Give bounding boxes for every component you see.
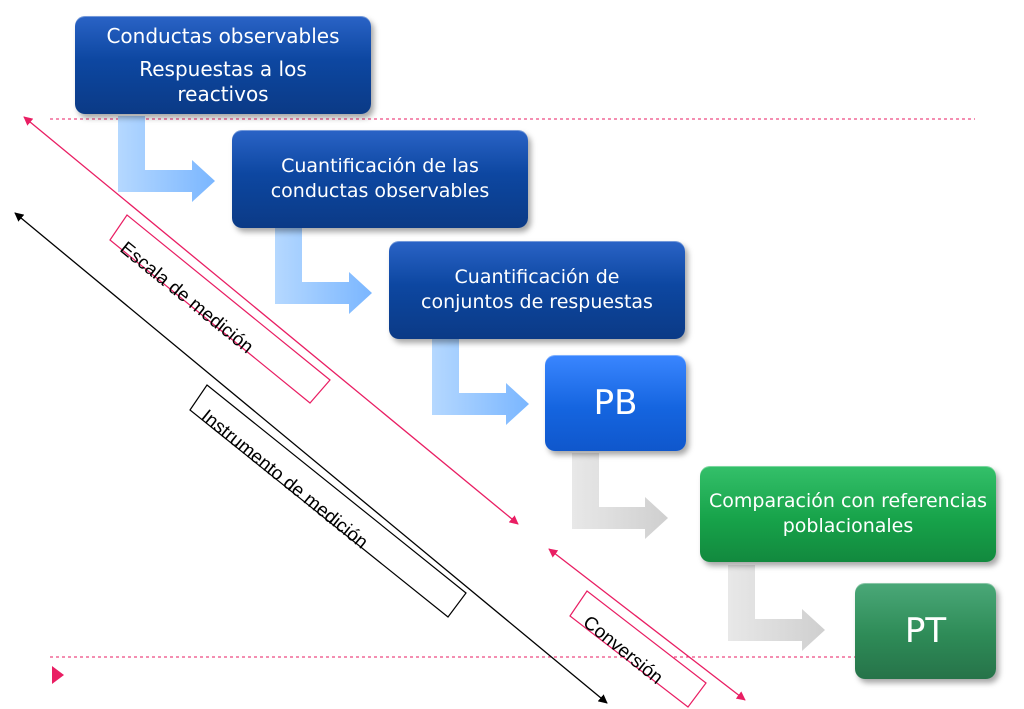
slide-marker-icon bbox=[52, 666, 64, 684]
flow-arrow-3 bbox=[432, 339, 529, 425]
response-set-quantification-box: Cuantificación de conjuntos de respuesta… bbox=[389, 241, 685, 339]
behavior-quantification-box: Cuantificación de las conductas observab… bbox=[232, 130, 528, 228]
flow-arrow-4 bbox=[572, 453, 668, 539]
instrument-label-frame bbox=[189, 384, 467, 618]
box-text: PB bbox=[593, 383, 638, 423]
box-text: PT bbox=[904, 611, 947, 651]
box-line-2: Respuestas a los reactivos bbox=[139, 56, 307, 106]
flow-arrow-5 bbox=[728, 565, 825, 651]
population-reference-box: Comparación con referencias poblacionale… bbox=[700, 466, 996, 562]
box-text: Comparación con referencias poblacionale… bbox=[709, 490, 987, 537]
flow-arrow-1 bbox=[118, 116, 215, 202]
box-text: Cuantificación de las conductas observab… bbox=[270, 155, 490, 202]
conversion-arrow bbox=[548, 548, 746, 701]
instrument-arrow bbox=[14, 212, 608, 704]
flow-arrow-2 bbox=[275, 228, 372, 314]
pt-box: PT bbox=[855, 583, 996, 679]
box-text: Cuantificación de conjuntos de respuesta… bbox=[421, 266, 653, 313]
box-line-1: Conductas observables bbox=[106, 23, 340, 48]
pb-box: PB bbox=[545, 355, 686, 451]
conversion-label-frame bbox=[569, 590, 707, 708]
observable-behaviors-box: Conductas observables Respuestas a los r… bbox=[75, 16, 371, 114]
scale-label-frame bbox=[109, 214, 331, 404]
